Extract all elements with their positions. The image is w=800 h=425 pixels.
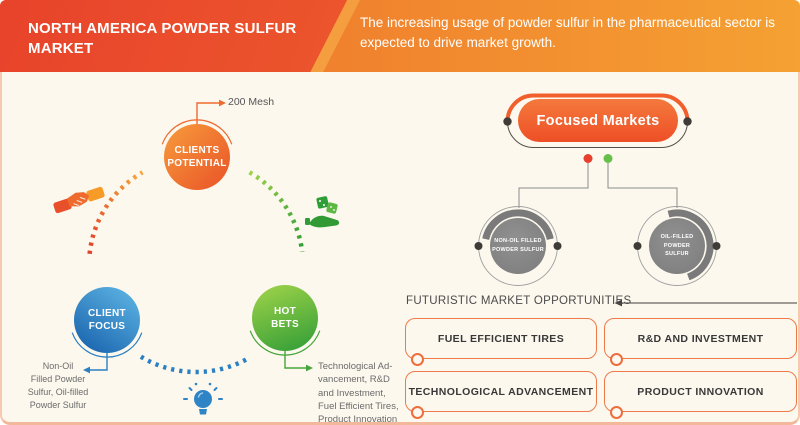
opportunity-label: PRODUCT INNOVATION — [637, 385, 764, 398]
callout-200-mesh: 200 Mesh — [228, 96, 275, 108]
node-clients-potential: CLIENTS POTENTIAL — [164, 124, 230, 190]
segment-non-oil-filled: NON-OIL FILLED POWDER SULFUR — [490, 218, 546, 274]
opportunity-label: TECHNOLOGICAL ADVANCEMENT — [408, 385, 594, 398]
focused-markets-pill: Focused Markets — [518, 99, 678, 142]
callout-hot-bets: Technological Ad- vancement, R&D and Inv… — [318, 361, 399, 425]
callout-client-focus: Non-Oil Filled Powder Sulfur, Oil-filled… — [27, 361, 89, 411]
header-band: NORTH AMERICA POWDER SULFUR MARKET The i… — [0, 0, 800, 72]
corner-circle-icon — [411, 353, 424, 366]
opportunity-box-product-innovation: PRODUCT INNOVATION — [604, 371, 797, 419]
corner-circle-icon — [610, 353, 623, 366]
header-left-panel — [0, 0, 348, 72]
segment-oil-filled: OIL-FILLED POWDER SULFUR — [649, 218, 705, 274]
node-hot-bets: HOT BETS — [252, 285, 318, 351]
corner-circle-icon — [411, 406, 424, 419]
opportunity-box-technological-advancement: TECHNOLOGICAL ADVANCEMENT — [405, 371, 597, 419]
header-subtitle: The increasing usage of powder sulfur in… — [360, 15, 775, 51]
corner-circle-icon — [610, 406, 623, 419]
opportunities-heading: FUTURISTIC MARKET OPPORTUNITIES — [406, 295, 632, 307]
page-title: NORTH AMERICA POWDER SULFUR MARKET — [28, 20, 297, 58]
opportunity-label: FUEL EFFICIENT TIRES — [437, 332, 565, 345]
node-client-focus: CLIENT FOCUS — [74, 287, 140, 353]
opportunity-box-fuel-efficient-tires: FUEL EFFICIENT TIRES — [405, 318, 597, 366]
opportunity-label: R&D AND INVESTMENT — [637, 332, 764, 345]
opportunity-box-rd-investment: R&D AND INVESTMENT — [604, 318, 797, 366]
